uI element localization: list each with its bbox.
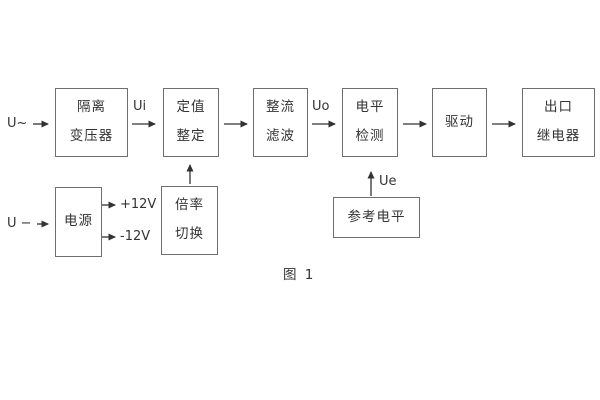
block-power-supply: 电源: [55, 187, 102, 257]
block-rectifier-filter: 整流 滤波: [253, 88, 308, 157]
label-ui: Ui: [133, 99, 147, 114]
label-uo: Uo: [312, 99, 330, 114]
block-value-setting: 定值 整定: [163, 88, 219, 157]
block-ratio-switching: 倍率 切换: [161, 186, 218, 255]
block-label: 参考电平: [347, 208, 406, 225]
block-reference-level: 参考电平: [333, 197, 420, 238]
block-label: 整定: [176, 128, 206, 144]
label-rail-negative: -12V: [120, 229, 151, 244]
label-dc-input: U −: [7, 216, 32, 231]
block-label: 电平: [355, 99, 385, 116]
block-label: 继电器: [536, 128, 581, 144]
block-label: 出口: [544, 99, 573, 116]
block-label: 滤波: [266, 128, 295, 144]
block-output-relay: 出口 继电器: [522, 88, 595, 157]
block-level-detection: 电平 检测: [342, 88, 398, 157]
block-label: 驱动: [445, 113, 474, 130]
figure-caption: 图 1: [283, 267, 316, 283]
block-label: 切换: [175, 226, 204, 242]
block-label: 隔离: [77, 99, 106, 116]
block-driver: 驱动: [432, 88, 487, 157]
block-label: 电源: [64, 213, 93, 230]
block-label: 变压器: [69, 128, 114, 144]
block-label: 整流: [266, 99, 295, 116]
label-rail-positive: +12V: [120, 197, 157, 212]
block-label: 定值: [176, 99, 206, 116]
label-ac-input: U~: [7, 116, 28, 131]
block-label: 倍率: [175, 197, 204, 214]
block-label: 检测: [355, 128, 385, 144]
label-ue: Ue: [379, 174, 397, 189]
block-isolation-transformer: 隔离 变压器: [55, 88, 128, 157]
